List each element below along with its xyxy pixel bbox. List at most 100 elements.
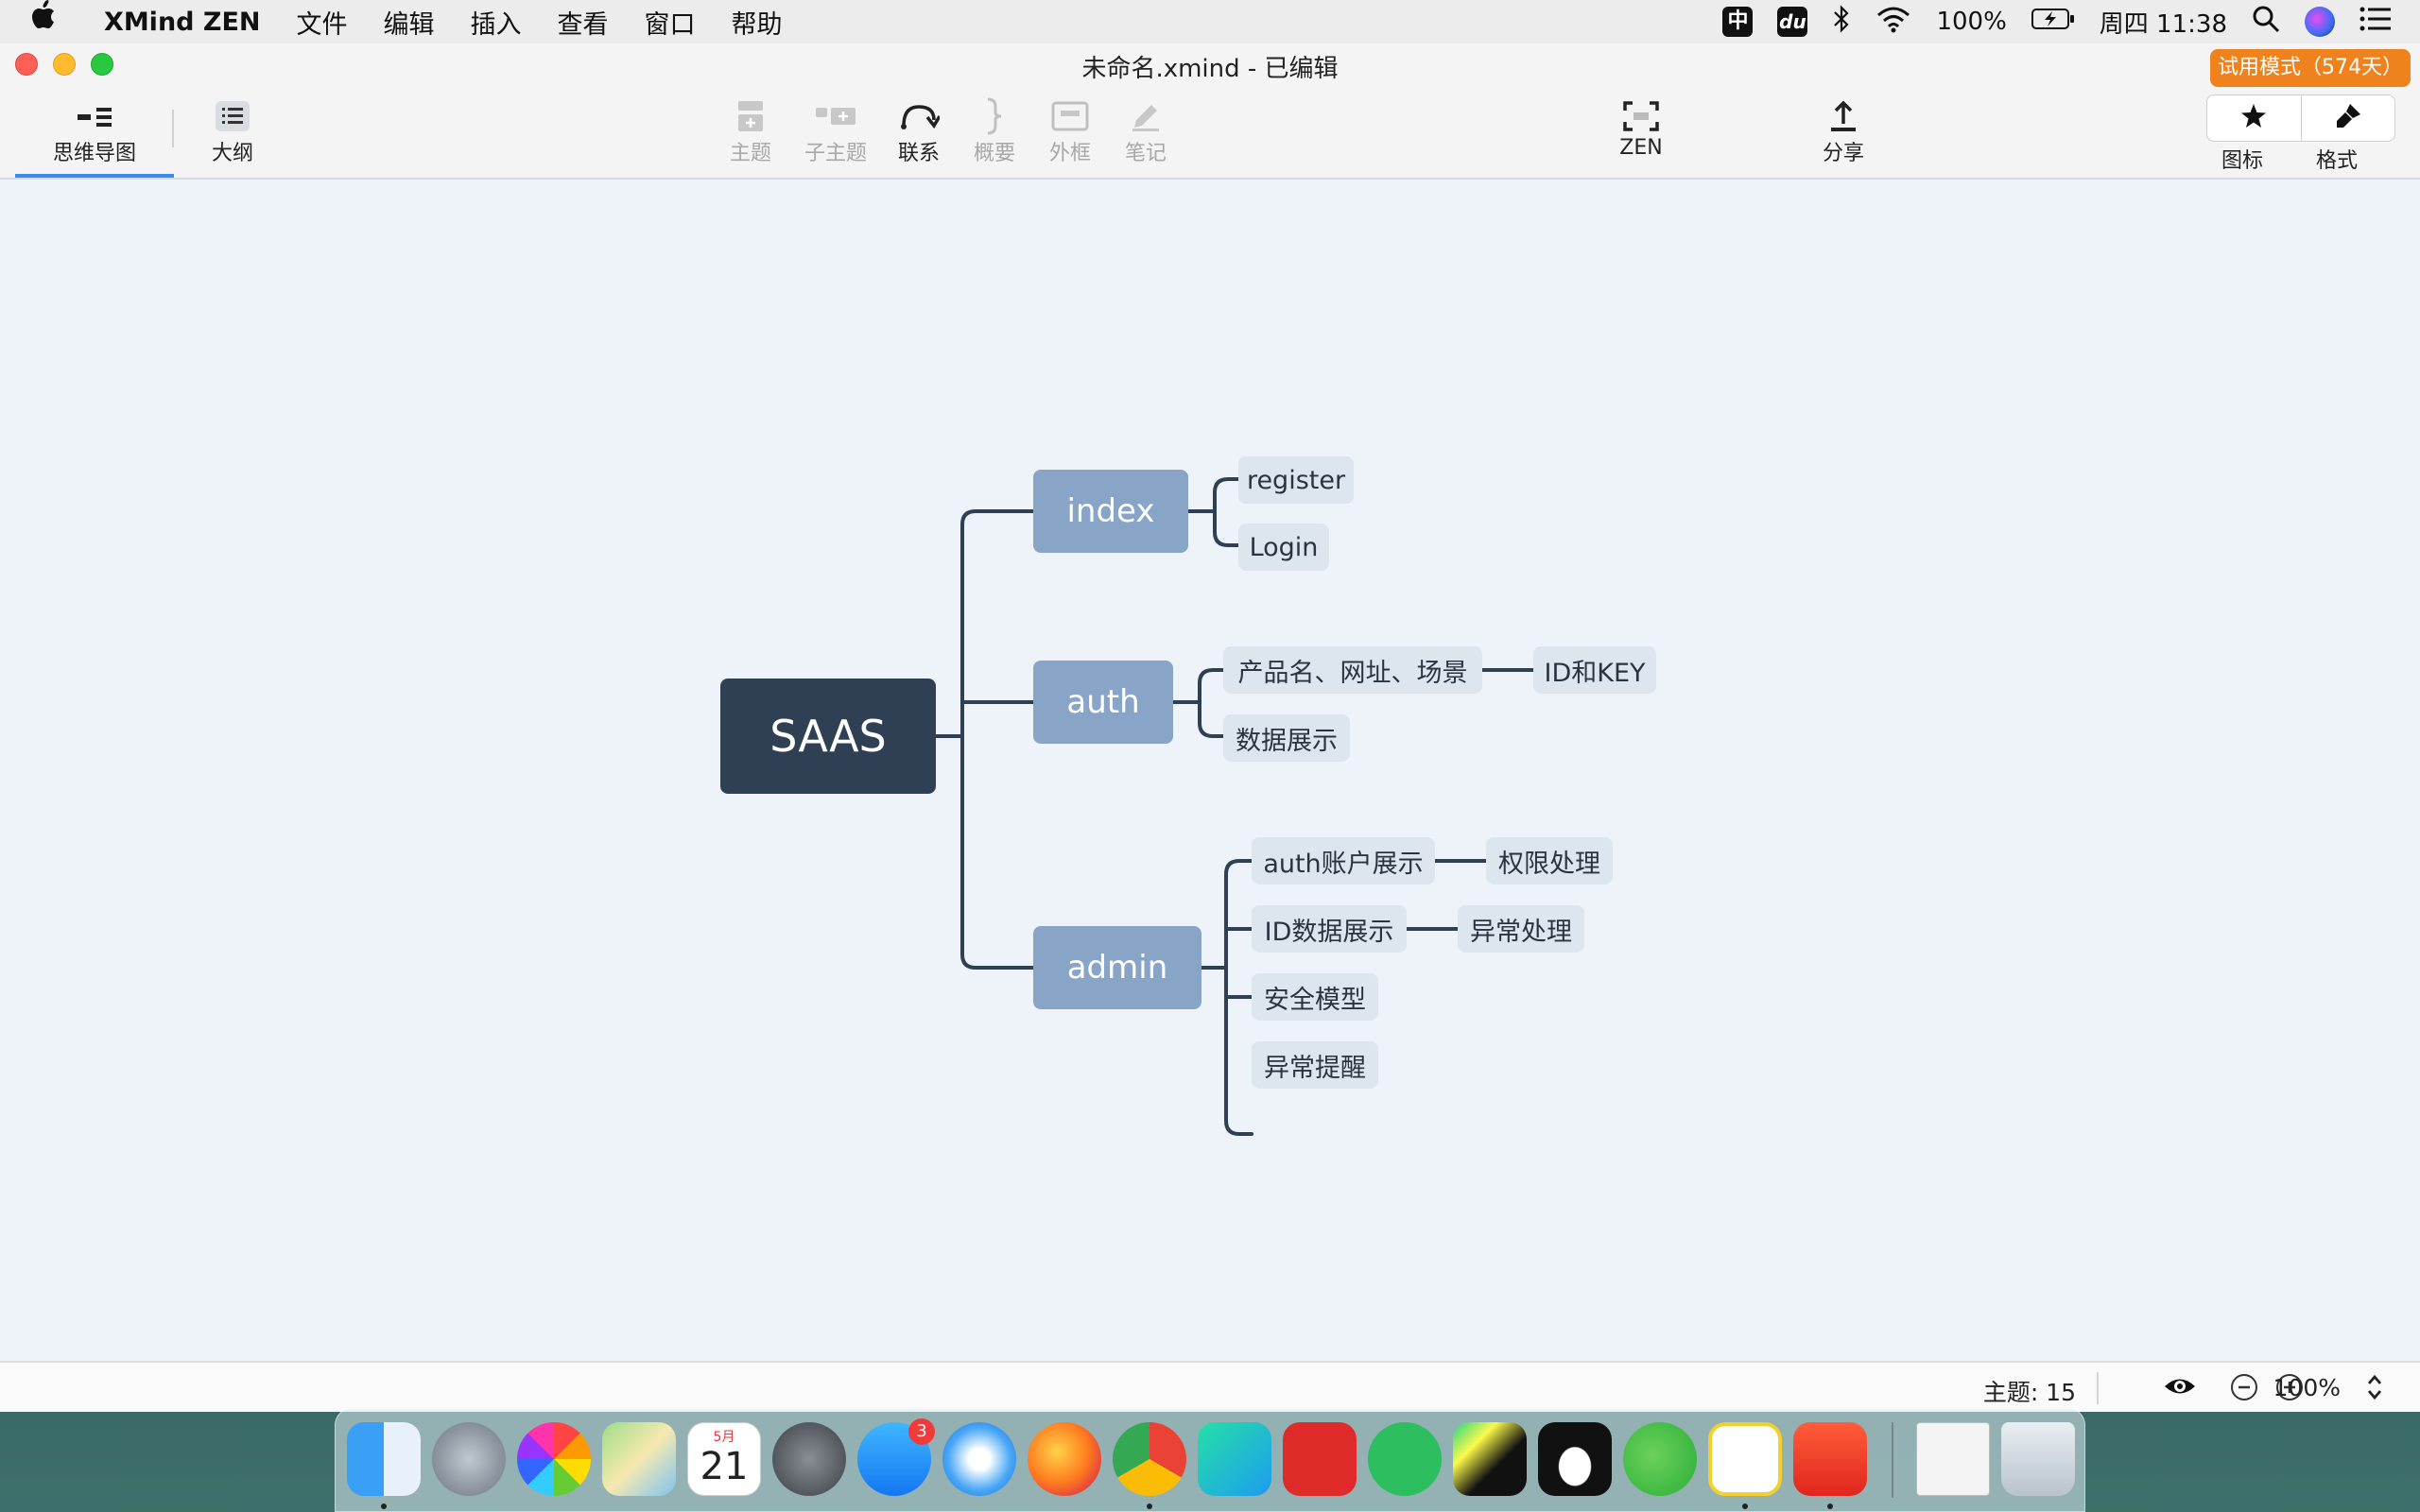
plus-icon [2284,1382,2295,1393]
mindmap-canvas[interactable]: SAAS index auth admin register Login 产品名… [0,180,2420,1361]
app-store-update-badge: 3 [908,1418,935,1445]
icons-panel-button[interactable] [2207,95,2301,141]
running-indicator [1827,1503,1833,1509]
zen-fullscreen-icon [1623,96,1659,136]
zoom-in-button[interactable] [2276,1374,2303,1400]
share-button[interactable]: 分享 [1813,96,1874,166]
shadowsocks-icon[interactable] [1708,1422,1782,1496]
photos-icon[interactable] [517,1422,591,1496]
menu-edit[interactable]: 编辑 [383,9,435,40]
subtopic-id-data-display[interactable]: ID数据展示 [1252,905,1407,953]
calendar-icon[interactable]: 5月 21 [687,1422,761,1496]
notes-button[interactable]: 笔记 [1117,96,1174,166]
subtopic-permission-handling[interactable]: 权限处理 [1486,837,1613,885]
active-tab-indicator [15,174,174,178]
insert-subtopic-button[interactable]: 子主题 [800,96,872,166]
insert-topic-label: 主题 [729,142,771,165]
maps-icon[interactable] [602,1422,676,1496]
notes-pencil-icon [1129,96,1163,136]
trash-icon[interactable] [2001,1422,2075,1496]
notification-center-icon[interactable] [2360,6,2392,39]
subtopic-exception-alert[interactable]: 异常提醒 [1252,1041,1378,1089]
branch-topic-admin[interactable]: admin [1033,926,1201,1009]
chrome-icon[interactable] [1113,1422,1186,1496]
summary-button[interactable]: 概要 [966,96,1023,166]
evernote-icon[interactable] [1368,1422,1442,1496]
battery-icon[interactable] [2031,8,2075,37]
mindmap-view-icon [76,96,113,136]
firefox-icon[interactable] [1028,1422,1101,1496]
dock-separator [1892,1422,1893,1498]
icons-panel-label: 图标 [2221,149,2263,173]
netease-music-icon[interactable] [1283,1422,1357,1496]
zen-mode-label: ZEN [1619,136,1663,160]
zoom-out-button[interactable] [2231,1374,2257,1400]
xmind-window: 未命名.xmind - 已编辑 试用模式（574天） 思维导图 大纲 主题 [0,43,2420,1412]
window-close-button[interactable] [15,53,38,76]
right-panel-segmented-control [2206,94,2395,142]
battery-percent: 100% [1936,8,2007,36]
share-upload-icon [1828,96,1858,136]
subtopic-icon [814,96,857,136]
insert-topic-button[interactable]: 主题 [722,96,779,166]
zen-mode-button[interactable]: ZEN [1611,96,1671,160]
menubar-clock[interactable]: 周四 11:38 [2099,9,2227,39]
running-indicator [381,1503,387,1509]
branch-topic-index[interactable]: index [1033,470,1188,553]
tab-mindmap-view[interactable]: 思维导图 [15,96,174,166]
subtopic-register[interactable]: register [1238,456,1354,504]
relationship-button[interactable]: 联系 [890,96,947,166]
system-preferences-icon[interactable] [772,1422,846,1496]
pycharm-icon[interactable] [1453,1422,1527,1496]
paint-brush-icon [2334,102,2362,134]
format-panel-button[interactable] [2300,95,2395,141]
subtopic-login[interactable]: Login [1238,524,1329,571]
documents-stack-icon[interactable] [1916,1422,1990,1496]
menubar-app-name[interactable]: XMind ZEN [104,7,261,37]
branch-topic-auth[interactable]: auth [1033,661,1173,744]
subtopic-security-model[interactable]: 安全模型 [1252,973,1378,1021]
boundary-button[interactable]: 外框 [1042,96,1098,166]
wechat-icon[interactable] [1623,1422,1697,1496]
baidu-input-icon[interactable]: du [1777,7,1808,37]
input-method-icon[interactable]: 中 [1722,7,1754,37]
menu-file[interactable]: 文件 [296,9,348,40]
menu-view[interactable]: 查看 [557,9,609,40]
subtopic-data-display[interactable]: 数据展示 [1223,714,1350,762]
video-player-icon[interactable] [1198,1422,1271,1496]
safari-icon[interactable] [942,1422,1016,1496]
xmind-icon[interactable] [1793,1422,1867,1496]
boundary-icon [1051,96,1089,136]
subtopic-auth-account-display[interactable]: auth账户展示 [1252,837,1435,885]
finder-icon[interactable] [347,1422,421,1496]
qq-icon[interactable] [1538,1422,1612,1496]
launchpad-icon[interactable] [432,1422,506,1496]
tab-mindmap-label: 思维导图 [52,142,136,165]
tab-outline-view[interactable]: 大纲 [195,96,270,166]
zoom-stepper-icon[interactable] [2365,1372,2384,1408]
trial-mode-badge[interactable]: 试用模式（574天） [2210,49,2411,87]
running-indicator [1742,1503,1748,1509]
subtopic-product-info[interactable]: 产品名、网址、场景 [1223,646,1482,694]
zoom-level: 100% [2273,1374,2341,1401]
siri-icon[interactable] [2305,7,2335,37]
tab-outline-label: 大纲 [211,142,253,165]
subtopic-id-and-key[interactable]: ID和KEY [1533,646,1656,694]
share-label: 分享 [1822,142,1864,165]
wifi-icon[interactable] [1876,5,1911,40]
spotlight-search-icon[interactable] [2252,5,2280,40]
root-topic[interactable]: SAAS [720,679,936,794]
subtopic-exception-handling[interactable]: 异常处理 [1458,905,1584,953]
menu-window[interactable]: 窗口 [644,9,696,40]
window-minimize-button[interactable] [53,53,76,76]
preview-eye-icon[interactable] [2163,1372,2197,1406]
bluetooth-icon[interactable] [1832,4,1851,40]
menu-insert[interactable]: 插入 [470,9,522,40]
summary-brace-icon [984,96,1005,136]
star-icon [2239,102,2268,134]
topic-count: 主题: 15 [1982,1379,2076,1406]
apple-menu-icon[interactable] [28,0,79,43]
window-zoom-button[interactable] [91,53,113,76]
calendar-day: 21 [700,1445,749,1488]
menu-help[interactable]: 帮助 [731,9,783,40]
